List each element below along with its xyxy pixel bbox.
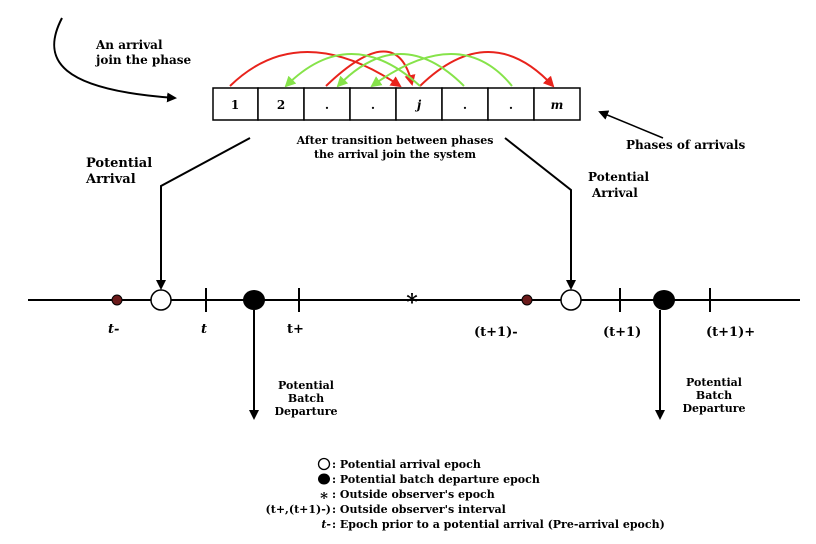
arrival-join-label-1: An arrival [95, 38, 163, 52]
legend-interval-text: : Outside observer's interval [332, 503, 506, 516]
legend-observer-star: * [320, 489, 328, 507]
phase-boxes: 1 2 . . j . . m [212, 87, 581, 121]
phase-label: 2 [277, 98, 285, 112]
phase-label: . [325, 98, 329, 112]
departure-right-label-1: Potential [686, 376, 742, 389]
legend-pre-arrival-symbol: t- [321, 518, 331, 531]
legend: : Potential arrival epoch : Potential ba… [266, 457, 665, 531]
potential-arrival-right-label-1: Potential [588, 170, 649, 184]
label-t1: (t+1) [603, 325, 641, 340]
departure-right-label-3: Departure [682, 402, 745, 415]
potential-arrival-right-label-2: Arrival [591, 186, 638, 200]
arrival-epoch-circle [150, 289, 172, 311]
phase-label: j [415, 98, 422, 112]
departure-left-label-2: Batch [288, 392, 324, 405]
potential-arrival-left-label-1: Potential [86, 156, 152, 171]
label-t-plus: t+ [287, 322, 304, 337]
legend-interval-symbol: (t+,(t+1)-) [266, 503, 331, 516]
label-t-minus: t- [108, 322, 119, 337]
phases-pointer-arrow [598, 110, 664, 139]
legend-departure-dot [318, 473, 330, 485]
phase-label: . [463, 98, 467, 112]
transition-caption-1: After transition between phases [296, 134, 494, 147]
departure-epoch-dot [653, 290, 675, 310]
legend-pre-arrival-text: : Epoch prior to a potential arrival (Pr… [332, 518, 665, 531]
arrival-epoch-circle [560, 289, 582, 311]
phase-label: . [371, 98, 375, 112]
phase-label: 1 [231, 98, 239, 112]
label-t: t [201, 322, 207, 337]
transition-caption-2: the arrival join the system [314, 148, 476, 161]
departure-right-label-2: Batch [696, 389, 732, 402]
potential-arrival-right-arrow [504, 137, 576, 290]
legend-observer-text: : Outside observer's epoch [332, 488, 495, 501]
green-transition-arrow [336, 53, 465, 88]
phase-box [303, 87, 351, 121]
legend-arrival-circle [317, 457, 331, 471]
arrival-curve-arrow [53, 17, 177, 103]
green-transition-arrow [370, 53, 513, 88]
potential-arrival-left-label-2: Arrival [85, 172, 136, 187]
phase-label: m [551, 98, 564, 112]
red-transition-arrow [419, 51, 555, 88]
arrival-join-label-2: join the phase [95, 53, 192, 67]
potential-arrival-left-arrow [156, 137, 251, 290]
label-t1-plus: (t+1)+ [706, 325, 755, 340]
observer-star: * [406, 290, 418, 316]
departure-left-label-3: Departure [274, 405, 337, 418]
red-transition-arrow [325, 50, 416, 87]
pre-arrival-dot [521, 294, 533, 306]
phase-box [533, 87, 581, 121]
legend-arrival-text: : Potential arrival epoch [332, 458, 481, 471]
green-transition-arrow [284, 53, 421, 88]
legend-departure-text: : Potential batch departure epoch [332, 473, 540, 486]
phase-box [257, 87, 305, 121]
departure-left-label-1: Potential [278, 379, 334, 392]
phases-of-arrivals-label: Phases of arrivals [626, 138, 745, 152]
label-t1-minus: (t+1)- [474, 325, 518, 340]
phase-label: . [509, 98, 513, 112]
departure-epoch-dot [243, 290, 265, 310]
pre-arrival-dot [111, 294, 123, 306]
red-transition-arrow [229, 51, 402, 88]
phase-transition-arrows [229, 50, 555, 88]
